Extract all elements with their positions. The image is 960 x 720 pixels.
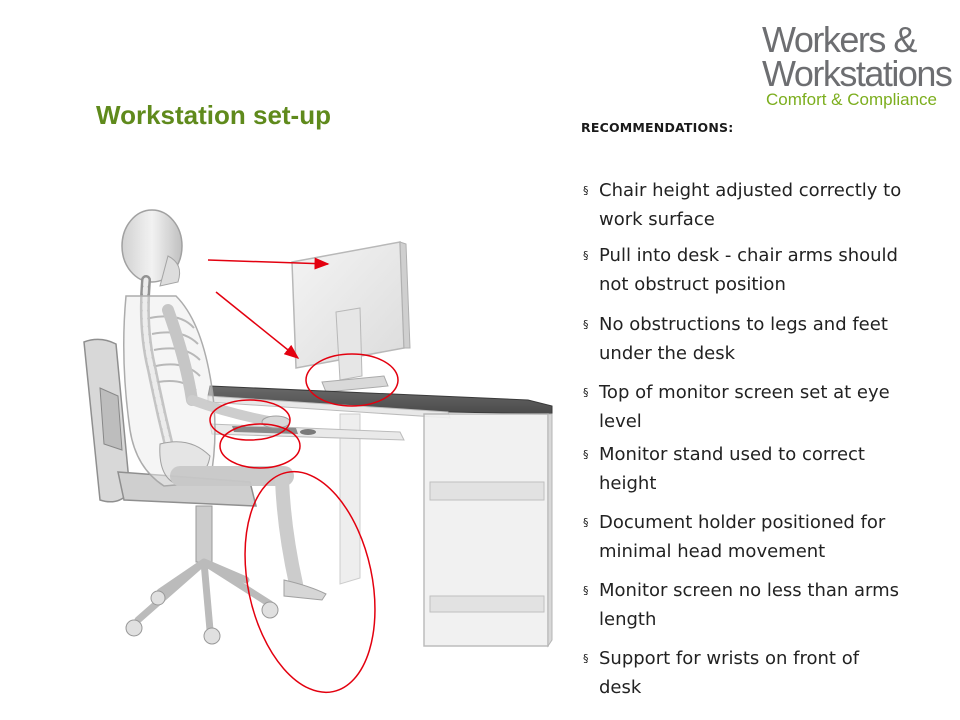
desk [207, 385, 553, 648]
bullet-icon: § [583, 184, 589, 197]
workstation-illustration [83, 209, 553, 694]
recommendation-text: Chair height adjusted correctly to work … [599, 180, 902, 230]
recommendation-text: No obstructions to legs and feet under t… [599, 314, 888, 364]
recommendations-heading: RECOMMENDATIONS: [581, 120, 734, 135]
chair [83, 338, 279, 645]
bullet-icon: § [583, 448, 589, 461]
bullet-icon: § [583, 516, 589, 529]
recommendation-item: § Document holder positioned for minimal… [583, 508, 903, 566]
recommendation-item: § Support for wrists on front of desk [583, 644, 903, 702]
recommendation-text: Monitor stand used to correct height [599, 444, 865, 494]
monitor [291, 241, 411, 393]
workers-workstations-logo: Workers & Workstations Comfort & Complia… [762, 19, 953, 115]
recommendation-text: Document holder positioned for minimal h… [599, 512, 886, 562]
bullet-icon: § [583, 584, 589, 597]
recommendation-item: § Chair height adjusted correctly to wor… [583, 176, 903, 234]
recommendation-text: Monitor screen no less than arms length [599, 580, 900, 630]
bullet-icon: § [583, 249, 589, 262]
logo-line-1: Workers & [762, 19, 917, 60]
bullet-icon: § [583, 652, 589, 665]
recommendation-item: § Pull into desk - chair arms should not… [583, 241, 903, 299]
skeleton-figure [121, 209, 327, 601]
recommendation-text: Support for wrists on front of desk [599, 648, 860, 698]
page-title: Workstation set-up [96, 100, 331, 130]
recommendation-item: § Monitor stand used to correct height [583, 440, 903, 498]
bullet-icon: § [583, 386, 589, 399]
recommendation-item: § Monitor screen no less than arms lengt… [583, 576, 903, 634]
logo-tagline: Comfort & Compliance [766, 90, 938, 109]
recommendation-text: Top of monitor screen set at eye level [599, 382, 890, 432]
recommendation-text: Pull into desk - chair arms should not o… [599, 245, 898, 295]
recommendation-item: § No obstructions to legs and feet under… [583, 310, 903, 368]
logo-line-2: Workstations [762, 53, 953, 94]
bullet-icon: § [583, 318, 589, 331]
recommendation-item: § Top of monitor screen set at eye level [583, 378, 903, 436]
